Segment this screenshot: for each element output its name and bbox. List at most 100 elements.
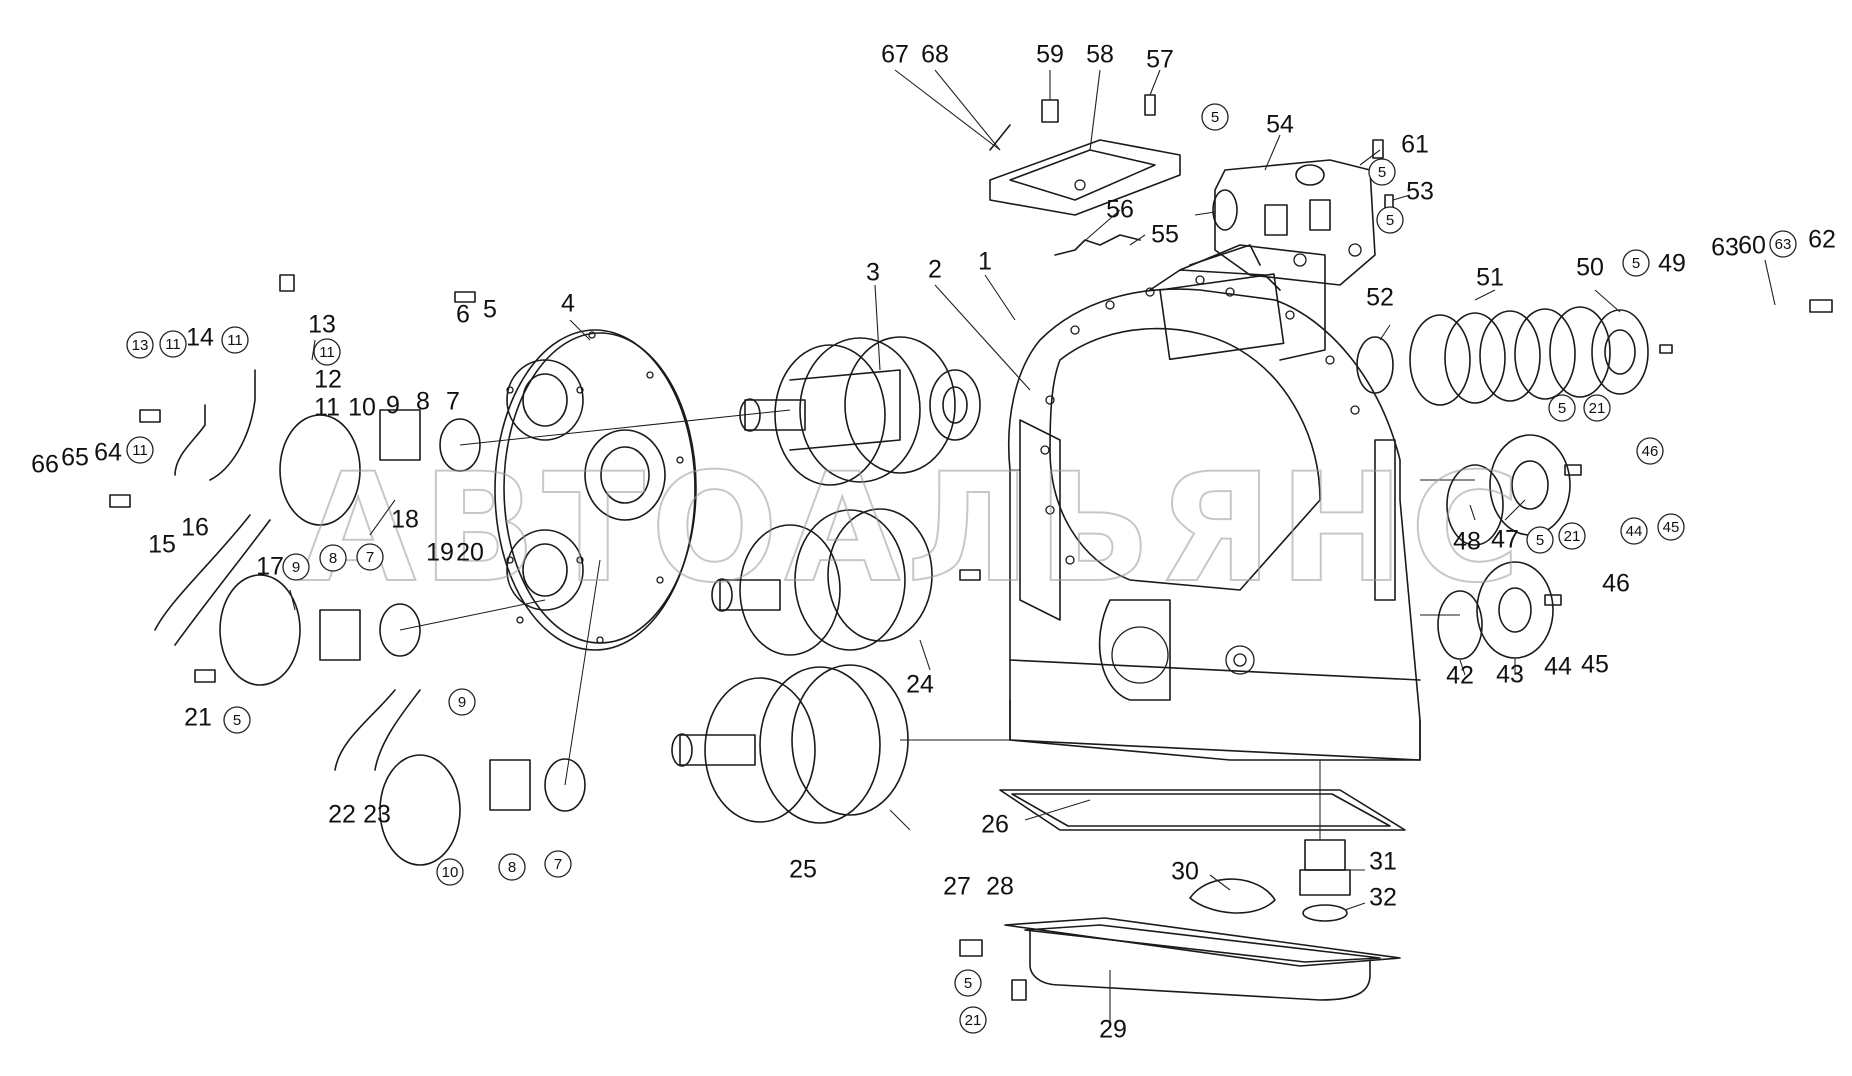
callout-47: 47: [1491, 526, 1519, 554]
callout-number: 66: [31, 451, 59, 479]
callout-number: 5: [483, 296, 497, 324]
callout-12: 12: [314, 366, 342, 394]
callout-circle: [126, 331, 154, 359]
callout-number: 62: [1808, 226, 1836, 254]
callout-number: 18: [391, 506, 419, 534]
callout-27: 27: [943, 873, 971, 901]
callout-18: 18: [391, 506, 419, 534]
callout-5: 5: [483, 296, 497, 324]
callout-13: 13: [126, 331, 154, 359]
callout-circle: [1636, 437, 1664, 465]
callout-44: 44: [1544, 653, 1572, 681]
callout-number: 44: [1544, 653, 1572, 681]
callout-59: 59: [1036, 41, 1064, 69]
callout-25: 25: [789, 856, 817, 884]
callout-number: 27: [943, 873, 971, 901]
callout-number: 32: [1369, 884, 1397, 912]
callout-55: 55: [1151, 221, 1179, 249]
callout-number: 46: [1642, 443, 1659, 460]
callout-number: 11: [227, 332, 243, 349]
callout-number: 13: [132, 337, 149, 354]
callout-number: 49: [1658, 250, 1686, 278]
callout-circle: [1620, 517, 1648, 545]
callout-number: 8: [508, 859, 516, 876]
callout-7: 7: [544, 850, 572, 878]
callout-circle: [1558, 522, 1586, 550]
callout-number: 10: [348, 394, 376, 422]
callout-number: 9: [292, 559, 300, 576]
callout-9: 9: [386, 392, 400, 420]
callout-number: 52: [1366, 284, 1394, 312]
callout-5: 5: [1548, 394, 1576, 422]
callout-13: 13: [308, 311, 336, 339]
callout-circle: [223, 706, 251, 734]
callout-number: 47: [1491, 526, 1519, 554]
callout-5: 5: [954, 969, 982, 997]
callout-8: 8: [319, 544, 347, 572]
callout-circle: [1548, 394, 1576, 422]
callout-circle: [448, 688, 476, 716]
callout-5: 5: [1368, 158, 1396, 186]
callout-circle: [1201, 103, 1229, 131]
callout-58: 58: [1086, 41, 1114, 69]
callout-5: 5: [223, 706, 251, 734]
callout-number: 54: [1266, 111, 1294, 139]
callout-3: 3: [866, 259, 880, 287]
oil-pan: [1004, 917, 1401, 1001]
lower-gear-assembly: [671, 664, 909, 824]
callout-30: 30: [1171, 858, 1199, 886]
callout-31: 31: [1369, 848, 1397, 876]
callout-number: 51: [1476, 264, 1504, 292]
callout-number: 45: [1581, 651, 1609, 679]
callout-number: 25: [789, 856, 817, 884]
callout-32: 32: [1369, 884, 1397, 912]
callout-number: 4: [561, 290, 575, 318]
drain-plug-parts: [1189, 839, 1351, 922]
callout-number: 16: [181, 514, 209, 542]
callout-54: 54: [1266, 111, 1294, 139]
callout-7: 7: [356, 543, 384, 571]
callout-number: 59: [1036, 41, 1064, 69]
callout-circle: [319, 544, 347, 572]
callout-number: 24: [906, 671, 934, 699]
callout-number: 5: [1378, 164, 1386, 181]
callout-number: 21: [1564, 528, 1581, 545]
callout-number: 21: [965, 1012, 982, 1029]
callout-circle: [313, 338, 341, 366]
callout-number: 5: [1386, 212, 1394, 229]
callout-20: 20: [456, 539, 484, 567]
callout-26: 26: [981, 811, 1009, 839]
callout-number: 21: [184, 704, 212, 732]
callout-29: 29: [1099, 1016, 1127, 1044]
callout-15: 15: [148, 531, 176, 559]
callout-circle: [356, 543, 384, 571]
callout-number: 67: [881, 41, 909, 69]
left-covers-and-bushings: [219, 409, 586, 866]
callout-circle: [1526, 526, 1554, 554]
callout-number: 50: [1576, 254, 1604, 282]
callout-number: 57: [1146, 46, 1174, 74]
callout-number: 9: [386, 392, 400, 420]
callout-43: 43: [1496, 661, 1524, 689]
callout-number: 11: [314, 394, 340, 422]
callout-10: 10: [436, 858, 464, 886]
assembly-lines: [399, 409, 1475, 840]
callout-2: 2: [928, 256, 942, 284]
bottom-gasket: [999, 789, 1406, 831]
callout-5: 5: [1526, 526, 1554, 554]
callout-circle: [1769, 230, 1797, 258]
callout-11: 11: [126, 436, 154, 464]
callout-number: 22: [328, 801, 356, 829]
pipes: [154, 369, 421, 771]
callout-number: 60: [1738, 232, 1766, 260]
callout-46: 46: [1636, 437, 1664, 465]
callout-21: 21: [1558, 522, 1586, 550]
callout-number: 29: [1099, 1016, 1127, 1044]
callout-48: 48: [1453, 528, 1481, 556]
valve-block: [1194, 159, 1376, 286]
callout-11: 11: [314, 394, 340, 422]
callout-60: 60: [1738, 232, 1766, 260]
gearbox-housing: [1007, 244, 1421, 761]
